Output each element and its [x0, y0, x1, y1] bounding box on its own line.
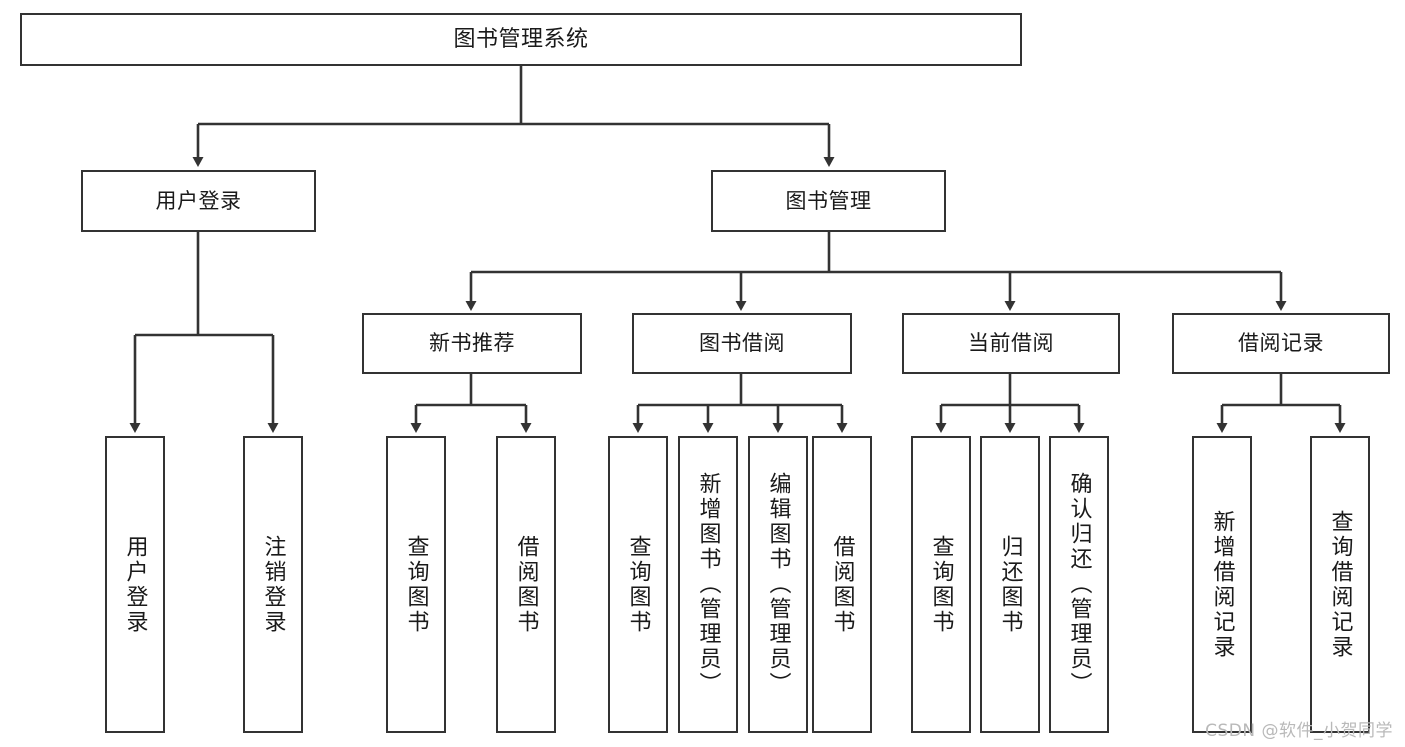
- leaf-query-books-current[interactable]: 查询图书: [911, 436, 971, 733]
- node-label: 归还图书: [997, 534, 1023, 635]
- leaf-confirm-return-admin[interactable]: 确认归还（管理员）: [1049, 436, 1109, 733]
- node-label: 图书管理系统: [453, 26, 589, 52]
- leaf-add-book-admin[interactable]: 新增图书（管理员）: [678, 436, 738, 733]
- node-label: 编辑图书（管理员）: [765, 472, 791, 697]
- leaf-query-borrow-record[interactable]: 查询借阅记录: [1310, 436, 1370, 733]
- node-book-borrowing[interactable]: 图书借阅: [632, 313, 852, 374]
- node-label: 注销登录: [260, 534, 286, 635]
- node-label: 图书借阅: [699, 331, 785, 356]
- leaf-query-books-recommendation[interactable]: 查询图书: [386, 436, 446, 733]
- node-new-book-recommendation[interactable]: 新书推荐: [362, 313, 582, 374]
- leaf-query-books-borrowing[interactable]: 查询图书: [608, 436, 668, 733]
- node-label: 查询图书: [403, 534, 429, 635]
- node-user-login[interactable]: 用户登录: [81, 170, 316, 232]
- node-label: 查询图书: [928, 534, 954, 635]
- leaf-borrow-books-borrowing[interactable]: 借阅图书: [812, 436, 872, 733]
- leaf-user-login[interactable]: 用户登录: [105, 436, 165, 733]
- node-label: 查询借阅记录: [1327, 509, 1353, 660]
- node-label: 新增图书（管理员）: [695, 472, 721, 697]
- node-label: 查询图书: [625, 534, 651, 635]
- node-label: 借阅图书: [513, 534, 539, 635]
- leaf-edit-book-admin[interactable]: 编辑图书（管理员）: [748, 436, 808, 733]
- leaf-borrow-books-recommendation[interactable]: 借阅图书: [496, 436, 556, 733]
- node-label: 图书管理: [785, 188, 872, 213]
- node-book-management[interactable]: 图书管理: [711, 170, 946, 232]
- node-root-library-management-system[interactable]: 图书管理系统: [20, 13, 1022, 66]
- node-borrow-records[interactable]: 借阅记录: [1172, 313, 1390, 374]
- leaf-return-books[interactable]: 归还图书: [980, 436, 1040, 733]
- leaf-add-borrow-record[interactable]: 新增借阅记录: [1192, 436, 1252, 733]
- node-label: 当前借阅: [968, 331, 1054, 356]
- node-current-borrowing[interactable]: 当前借阅: [902, 313, 1120, 374]
- node-label: 借阅图书: [829, 534, 855, 635]
- node-label: 借阅记录: [1238, 331, 1324, 356]
- node-label: 新增借阅记录: [1209, 509, 1235, 660]
- node-label: 新书推荐: [429, 331, 515, 356]
- node-label: 用户登录: [122, 534, 148, 635]
- leaf-logout-login[interactable]: 注销登录: [243, 436, 303, 733]
- node-label: 确认归还（管理员）: [1066, 472, 1092, 697]
- node-label: 用户登录: [155, 188, 242, 213]
- csdn-watermark: CSDN @软件_小贺同学: [1205, 721, 1393, 741]
